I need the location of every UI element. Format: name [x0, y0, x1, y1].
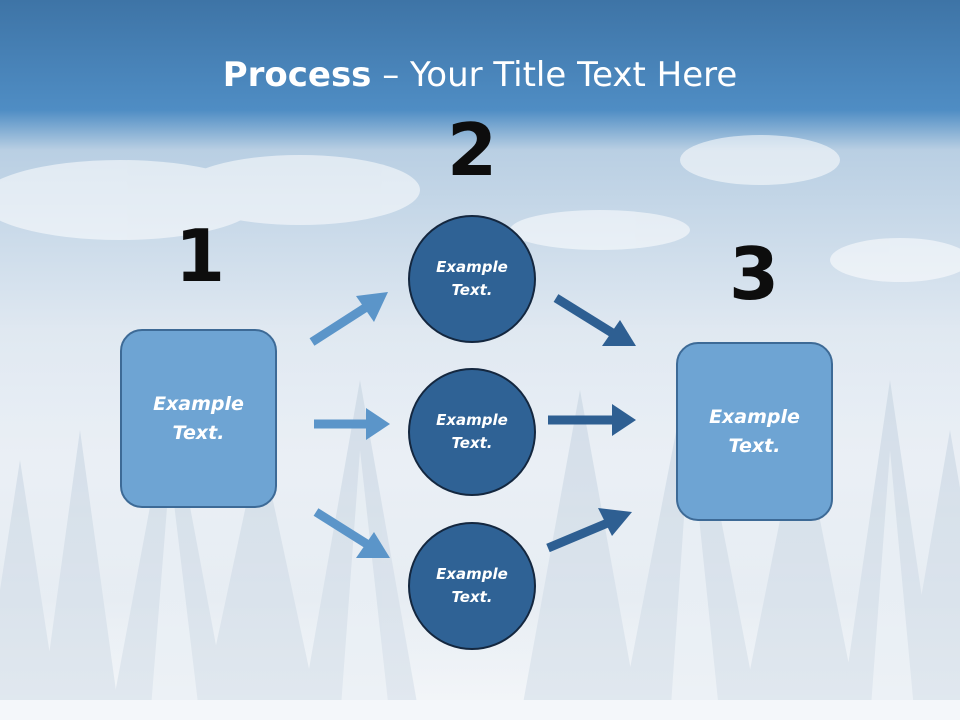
arrow-left-to-middle — [314, 408, 390, 440]
right-text-box: Example Text. — [676, 342, 833, 521]
arrow-left-to-top — [309, 292, 388, 346]
title-rest: – Your Title Text Here — [371, 55, 738, 95]
arrow-middle-to-right — [548, 404, 636, 436]
arrow-bottom-to-right — [546, 508, 632, 553]
slide-title: Process – Your Title Text Here — [0, 52, 960, 98]
left-text-box: Example Text. — [120, 329, 277, 508]
clouds — [0, 135, 960, 282]
step-number-3: 3 — [728, 232, 780, 316]
step-number-2: 2 — [446, 108, 498, 192]
title-bold: Process — [222, 55, 372, 95]
circle-middle: Example Text. — [408, 368, 536, 496]
circle-top: Example Text. — [408, 215, 536, 343]
arrow-left-to-bottom — [313, 508, 390, 558]
circle-bottom: Example Text. — [408, 522, 536, 650]
arrow-top-to-right — [553, 294, 636, 346]
step-number-1: 1 — [174, 214, 226, 298]
